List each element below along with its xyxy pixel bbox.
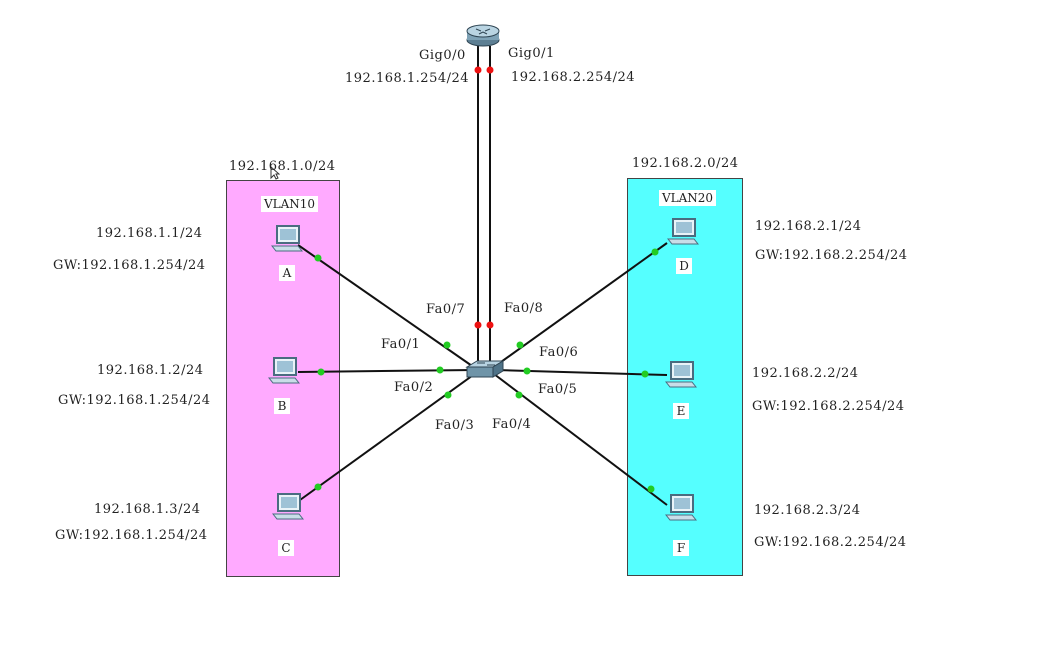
- switch-port-fa02: Fa0/2: [394, 380, 434, 395]
- host-f-ip: 192.168.2.3/24: [754, 503, 861, 518]
- link-light-fa05: [523, 367, 531, 375]
- host-c-ip: 192.168.1.3/24: [94, 502, 201, 517]
- switch-port-fa04: Fa0/4: [492, 417, 532, 432]
- link-light-fa03: [444, 391, 452, 399]
- router-port-gig00-ip: 192.168.1.254/24: [345, 71, 470, 86]
- host-a-ip: 192.168.1.1/24: [96, 226, 203, 241]
- pc-icon-b[interactable]: [268, 356, 300, 386]
- host-e-ip: 192.168.2.2/24: [752, 366, 859, 381]
- link-light-host-e: [641, 370, 649, 378]
- pc-label-d: D: [676, 258, 692, 274]
- link-light-host-d: [651, 248, 659, 256]
- vlan10-network-label: 192.168.1.0/24: [229, 159, 336, 174]
- router-port-gig00-name: Gig0/0: [419, 48, 466, 63]
- vlan10-name-tag: VLAN10: [261, 196, 319, 212]
- host-d-gw: GW:192.168.2.254/24: [755, 248, 908, 263]
- link-light-host-a: [314, 254, 322, 262]
- switch-port-fa05: Fa0/5: [538, 382, 578, 397]
- switch-port-fa08: Fa0/8: [504, 301, 544, 316]
- pc-icon-d[interactable]: [667, 217, 699, 247]
- router-port-gig01-ip: 192.168.2.254/24: [511, 70, 636, 85]
- switch-port-fa06: Fa0/6: [539, 345, 579, 360]
- vlan20-network-label: 192.168.2.0/24: [632, 156, 739, 171]
- pc-label-b: B: [274, 398, 290, 414]
- switch-port-fa01: Fa0/1: [381, 337, 421, 352]
- pc-icon-a[interactable]: [271, 224, 303, 254]
- host-a-gw: GW:192.168.1.254/24: [53, 258, 206, 273]
- host-b-ip: 192.168.1.2/24: [97, 363, 204, 378]
- link-light-host-f: [647, 485, 655, 493]
- link-light-fa02: [436, 366, 444, 374]
- cable-e[interactable]: [495, 369, 668, 376]
- router-icon[interactable]: [465, 22, 501, 48]
- link-light-fa01: [443, 341, 451, 349]
- link-light-fa07: [474, 321, 482, 329]
- pc-label-a: A: [279, 265, 295, 281]
- switch-port-fa03: Fa0/3: [435, 418, 475, 433]
- link-light-gig01-router: [486, 66, 494, 74]
- pc-label-e: E: [673, 403, 689, 419]
- link-light-gig00-router: [474, 66, 482, 74]
- host-e-gw: GW:192.168.2.254/24: [752, 399, 905, 414]
- link-light-host-b: [317, 368, 325, 376]
- switch-port-fa07: Fa0/7: [426, 302, 466, 317]
- pc-icon-f[interactable]: [665, 493, 697, 523]
- pc-label-f: F: [673, 540, 689, 556]
- cable-f[interactable]: [493, 373, 668, 506]
- link-light-fa06: [516, 341, 524, 349]
- link-light-host-c: [314, 483, 322, 491]
- host-d-ip: 192.168.2.1/24: [755, 219, 862, 234]
- switch-icon[interactable]: [465, 359, 505, 381]
- pc-icon-e[interactable]: [665, 360, 697, 390]
- mouse-cursor-icon: [270, 166, 280, 180]
- host-c-gw: GW:192.168.1.254/24: [55, 528, 208, 543]
- link-light-fa08: [486, 321, 494, 329]
- cable-b[interactable]: [297, 369, 476, 373]
- pc-icon-c[interactable]: [272, 492, 304, 522]
- vlan20-name-tag: VLAN20: [659, 190, 717, 206]
- router-port-gig01-name: Gig0/1: [508, 46, 555, 61]
- host-b-gw: GW:192.168.1.254/24: [58, 393, 211, 408]
- link-light-fa04: [515, 391, 523, 399]
- host-f-gw: GW:192.168.2.254/24: [754, 535, 907, 550]
- pc-label-c: C: [278, 540, 294, 556]
